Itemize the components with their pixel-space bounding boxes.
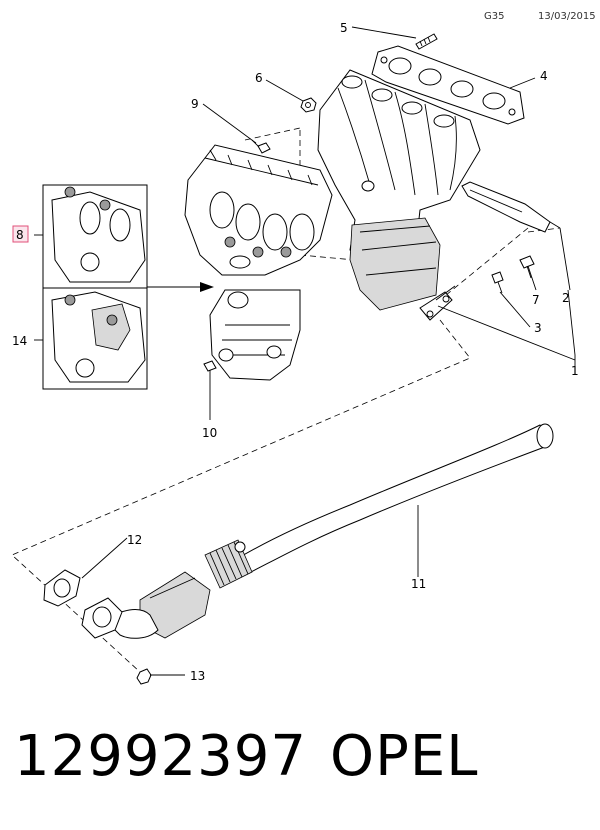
part-3-bolt[interactable]	[491, 271, 504, 294]
callout-10[interactable]: 10	[202, 426, 217, 440]
part-10-bolt[interactable]	[203, 360, 217, 372]
diagram-date: 13/03/2015	[538, 11, 596, 22]
part-4-manifold-gasket[interactable]	[371, 45, 525, 125]
part-1-exhaust-manifold-catalytic-converter[interactable]	[317, 69, 481, 321]
part-6-nut[interactable]	[300, 97, 317, 113]
diagram-code: G35	[484, 11, 505, 22]
part-2-bracket[interactable]	[461, 181, 551, 233]
detail-box-8[interactable]	[42, 184, 148, 289]
callout-labels: 5 4 6 9 8 14 7 2 3 1 10 11 12 13	[12, 21, 579, 683]
part-number: 12992397	[14, 724, 308, 789]
callout-1[interactable]: 1	[571, 364, 579, 378]
heat-shield-upper[interactable]	[184, 144, 333, 276]
callout-8[interactable]: 8	[16, 228, 24, 242]
callout-11[interactable]: 11	[411, 577, 426, 591]
callout-8-highlight	[12, 225, 29, 243]
part-13-nut[interactable]	[136, 668, 152, 685]
callout-7[interactable]: 7	[532, 293, 540, 307]
callout-5[interactable]: 5	[340, 21, 348, 35]
callout-14[interactable]: 14	[12, 334, 27, 348]
detail-arrow	[147, 282, 214, 292]
brand-name: OPEL	[330, 724, 479, 789]
callout-6[interactable]: 6	[255, 71, 263, 85]
callout-9[interactable]: 9	[191, 97, 199, 111]
detail-box-14[interactable]	[42, 287, 148, 390]
part-11-exhaust-pipe[interactable]	[81, 423, 554, 639]
part-7-bolt[interactable]	[519, 255, 535, 279]
callout-4[interactable]: 4	[540, 69, 548, 83]
part-5-stud-bolt[interactable]	[415, 33, 438, 50]
callout-12[interactable]: 12	[127, 533, 142, 547]
heat-shield-lower[interactable]	[209, 289, 301, 381]
part-12-gasket[interactable]	[43, 569, 81, 607]
callout-3[interactable]: 3	[534, 321, 542, 335]
callout-2[interactable]: 2	[562, 291, 570, 305]
callout-13[interactable]: 13	[190, 669, 205, 683]
leader-lines	[34, 26, 576, 676]
